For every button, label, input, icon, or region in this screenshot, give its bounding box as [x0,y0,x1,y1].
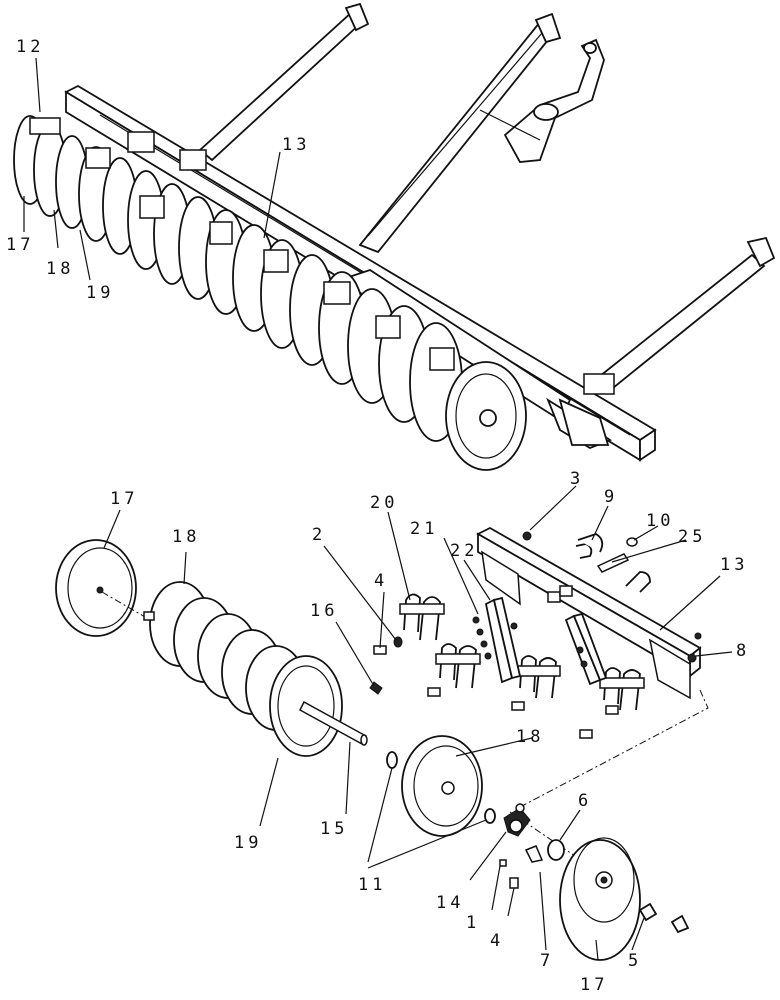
disc-stack [143,581,343,757]
axle-shaft [299,700,368,746]
callout-18-left: 18 [172,527,200,547]
u-bolt-20 [399,593,445,641]
callout-12: 12 [16,37,44,57]
mounting-brackets [29,117,615,395]
u-bolt-25b [625,571,651,593]
pin-7 [524,845,544,863]
callout-13-top: 13 [282,135,310,155]
callout-13-lower: 13 [720,555,748,575]
hub-6 [547,839,565,861]
callout-14: 14 [436,893,464,913]
washer-11a [386,751,398,769]
nut-end [670,914,690,934]
u-bolt-20c [515,655,561,699]
bolt-nut-2-4 [373,636,403,655]
callout-3: 3 [570,469,584,489]
bolts-lower [427,687,619,739]
callout-15: 15 [320,819,348,839]
tow-arm-left [198,2,370,162]
callout-5: 5 [628,951,642,971]
callout-25: 25 [678,527,706,547]
callout-20: 20 [370,493,398,513]
bearing-14 [503,803,531,837]
washer-11b [484,808,496,824]
callout-19-top: 19 [86,283,114,303]
callout-4-upper: 4 [374,571,388,591]
callout-1: 1 [466,913,480,933]
u-bolt-20d [599,667,645,711]
callout-10: 10 [646,511,674,531]
exploded-view [55,485,733,961]
callout-2: 2 [312,525,326,545]
callout-17-right: 17 [580,975,608,995]
callout-16: 16 [310,601,338,621]
callout-22: 22 [450,541,478,561]
callout-18-mid: 18 [516,727,544,747]
callout-4-lower: 4 [490,931,504,951]
end-disc-right [559,837,641,961]
nut-3 [522,531,532,541]
tow-arm-right [593,236,776,394]
callout-labels: 12 13 17 18 19 17 18 19 15 16 4 2 20 21 … [6,37,750,995]
end-disc-left [55,539,137,637]
callout-9: 9 [604,487,618,507]
nuts-21 [472,616,588,668]
nut-8b [694,632,702,640]
gang-frame-bracket [476,526,702,700]
spacer-25 [596,553,630,573]
callout-17-top: 17 [6,235,34,255]
callout-17-left: 17 [110,489,138,509]
roll-pin [369,681,383,695]
callout-21: 21 [410,519,438,539]
hitch-bracket [479,38,605,163]
callout-18-top: 18 [46,259,74,279]
nut-5 [638,902,658,922]
tow-arm-center [358,12,562,254]
bolt-4b [509,877,519,889]
callout-8: 8 [736,641,750,661]
pin-1 [499,859,507,867]
callout-7: 7 [540,951,554,971]
callout-11: 11 [358,875,386,895]
u-bolt-20b [435,643,481,689]
callout-19-lower: 19 [234,833,262,853]
u-bolt-9 [575,533,604,559]
mid-disc [401,735,483,837]
callout-6: 6 [578,791,592,811]
mount-bar-22 [484,596,608,686]
assembled-harrow-view [13,2,776,471]
nut-8 [687,653,697,663]
